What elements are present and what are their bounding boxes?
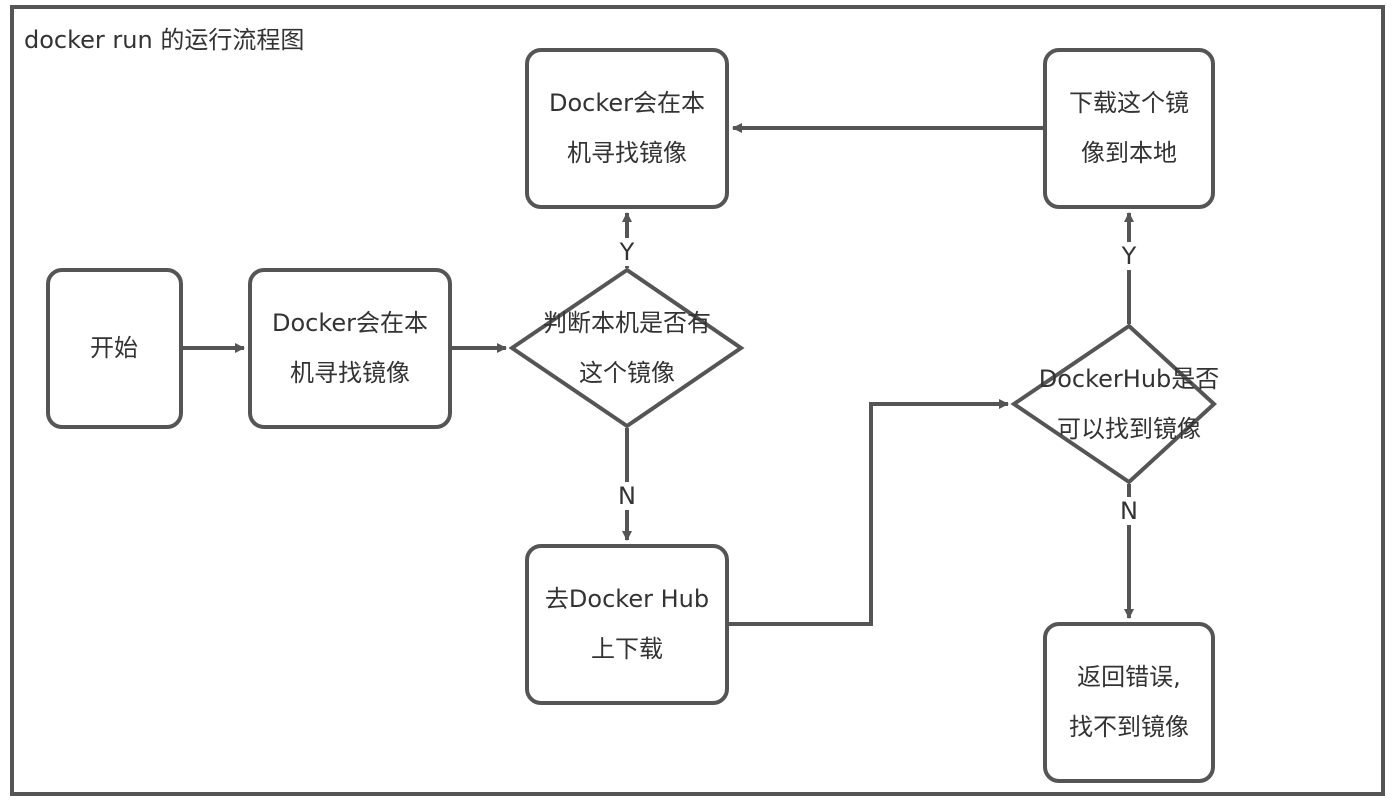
- node-download-hub: [525, 544, 729, 705]
- node-search-local-again-label: Docker会在本 机寻找镜像: [548, 89, 706, 167]
- node-decision-local: [508, 267, 745, 429]
- node-search-local: [248, 268, 452, 429]
- edge-label-hub-yes: Y: [1117, 242, 1141, 270]
- node-decision-local-label: 判断本机是否有 这个镜像: [543, 309, 711, 387]
- diagram-frame: [10, 5, 1385, 796]
- edge-label-local-no: N: [614, 482, 640, 510]
- node-search-local-again: [525, 48, 729, 209]
- node-download-local-label: 下载这个镜 像到本地: [1069, 89, 1189, 167]
- node-download-hub-label: 去Docker Hub 上下载: [544, 585, 710, 663]
- page-title: docker run 的运行流程图: [24, 26, 305, 54]
- edge-label-hub-no: N: [1116, 497, 1142, 525]
- node-error: [1043, 622, 1215, 783]
- node-start: [46, 268, 183, 429]
- node-search-local-label: Docker会在本 机寻找镜像: [271, 309, 429, 387]
- edge-hub-download-to-decision: [729, 399, 1009, 626]
- node-download-local: [1043, 48, 1215, 209]
- node-decision-hub: [1010, 323, 1217, 485]
- node-decision-hub-label: DockerHub是否 可以找到镜像: [1038, 365, 1220, 443]
- edge-label-local-yes: Y: [615, 238, 639, 266]
- node-start-label: 开始: [90, 334, 138, 362]
- node-error-label: 返回错误, 找不到镜像: [1069, 663, 1189, 741]
